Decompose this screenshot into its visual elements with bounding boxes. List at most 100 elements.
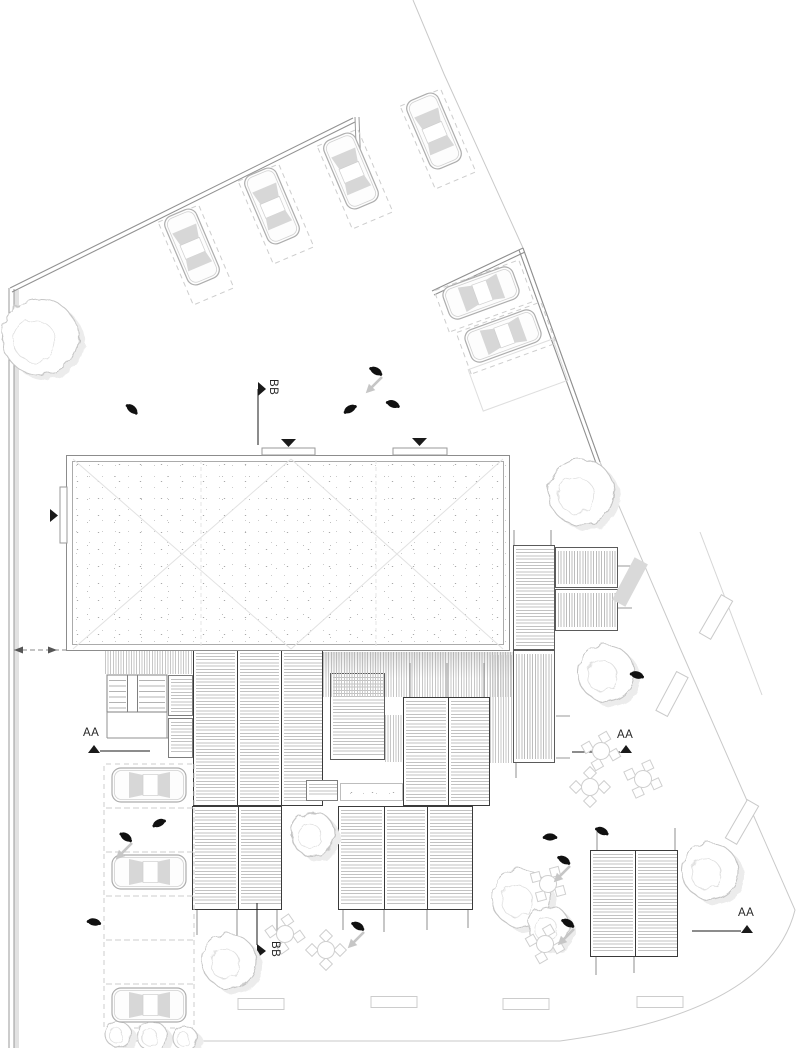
table-set (264, 913, 306, 955)
tree (201, 933, 257, 989)
section-flag-aa-left (88, 745, 100, 753)
pavilion-roof (192, 806, 282, 910)
roof-hatch (341, 810, 382, 906)
walking-direction-arrow (115, 842, 133, 860)
roof-bay (591, 851, 635, 956)
table-set (580, 730, 622, 772)
walking-direction-arrow (365, 376, 383, 394)
parking-bay (103, 807, 195, 853)
tree (547, 458, 615, 526)
left-boundary-wall (8, 288, 15, 1048)
staircase (106, 674, 168, 739)
gray-planter (612, 557, 648, 607)
car (323, 132, 379, 210)
roof-bay (556, 590, 619, 630)
person-figure (152, 818, 166, 828)
tree (136, 1020, 168, 1048)
roof-bay (193, 807, 238, 909)
section-flag-aa-right (620, 745, 632, 753)
parking-bay (103, 895, 195, 941)
pavilion-roof (513, 545, 555, 650)
parking-bay (103, 851, 195, 897)
person-figure (542, 833, 558, 841)
canopy-roof (105, 650, 193, 674)
person-figure (369, 366, 383, 376)
parking-wall-east (431, 247, 601, 464)
parking-bay (103, 983, 195, 1029)
entrance-west-side (50, 486, 68, 544)
site-boundary (110, 0, 796, 1042)
roof-bay (384, 807, 427, 909)
canopy-roof (490, 655, 513, 763)
table-set (568, 765, 612, 809)
paving-marker (370, 996, 418, 1008)
pavilion-roof (590, 850, 678, 957)
parking-bay (103, 763, 195, 809)
section-cut-lines (100, 389, 741, 945)
person-figure (629, 671, 644, 679)
roof-bay (169, 676, 194, 715)
car (164, 208, 220, 286)
table-set (304, 928, 348, 972)
walking-direction-arrow (553, 865, 571, 883)
access-arrow-east (48, 646, 57, 654)
roof-bay (307, 781, 339, 800)
structural-posts (196, 530, 676, 975)
roof-bay (238, 807, 283, 909)
entrance-arrow-icon (281, 439, 296, 447)
paving-marker (237, 998, 285, 1010)
canopy-shadow (323, 652, 513, 697)
bench (655, 670, 689, 718)
roof-hatch (638, 854, 677, 953)
bench (724, 799, 760, 845)
tree (577, 644, 635, 702)
roof-bay (169, 719, 194, 757)
person-figure (119, 832, 132, 843)
roof-hatch (430, 810, 472, 906)
car (111, 987, 187, 1023)
section-flag-aa-bottom-right (741, 925, 753, 933)
pavilion-roof (403, 697, 490, 806)
person-figure (86, 918, 102, 926)
pavilion-roof (306, 780, 338, 801)
roof-ridge-lines (72, 458, 504, 650)
roof-bay (427, 807, 474, 909)
entrance-canopy-east (392, 438, 448, 456)
roof-hatch (309, 784, 337, 797)
roof-hatch (241, 810, 281, 906)
car (111, 854, 187, 890)
entrance-arrow-icon (412, 438, 427, 446)
canopy-roof (323, 652, 513, 697)
tree (104, 1020, 132, 1048)
table-set (623, 759, 663, 799)
roof-hatch (171, 722, 192, 754)
table-set (524, 923, 566, 965)
car (111, 767, 187, 803)
roof-bay (339, 807, 384, 909)
roof-hatch (451, 701, 489, 802)
roof-bay (556, 548, 619, 587)
edge-ticks (556, 565, 632, 759)
access-arrow-west (14, 646, 23, 654)
person-figure (343, 404, 357, 414)
roof-hatch (387, 810, 425, 906)
walking-direction-arrow (557, 928, 575, 946)
main-building-roof (66, 455, 510, 651)
boundary-shadow-band (14, 290, 19, 1048)
roof-hatch (516, 549, 554, 646)
person-figure (595, 826, 609, 836)
bench (698, 594, 734, 640)
walking-direction-arrow (347, 931, 365, 949)
car (406, 92, 462, 170)
pavilion-roof (168, 718, 193, 758)
pavilion-roof (168, 675, 193, 716)
roof-bay (635, 851, 679, 956)
car (244, 167, 300, 245)
roof-hatch (171, 679, 192, 712)
tree (681, 842, 739, 900)
roof-bay (514, 546, 556, 649)
section-flag-bb-top (258, 382, 266, 396)
person-figure (561, 918, 575, 928)
